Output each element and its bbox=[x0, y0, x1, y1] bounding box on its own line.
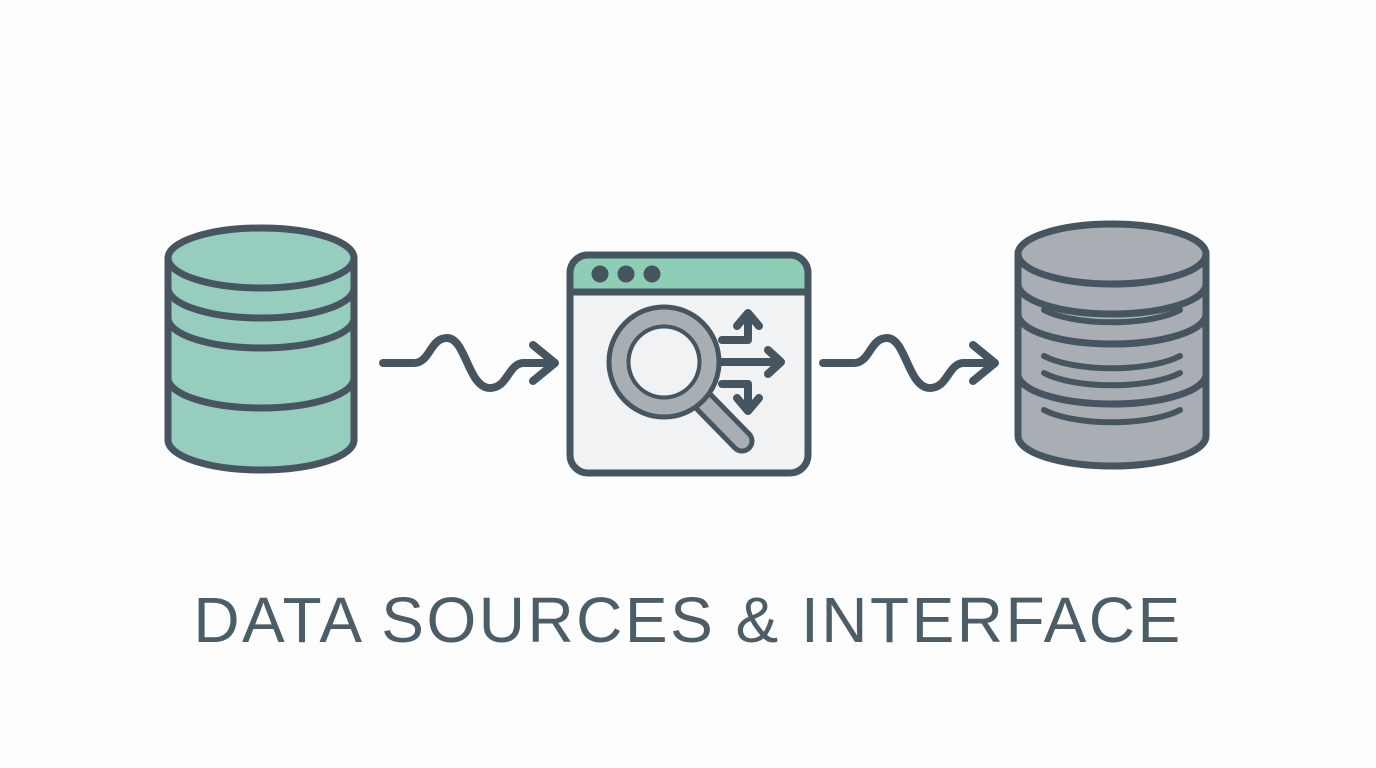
source-database-band-divider bbox=[164, 314, 358, 352]
target-database-detail-arc bbox=[1041, 370, 1183, 389]
connector-wave-line bbox=[379, 334, 552, 392]
magnifier-lens-glass bbox=[630, 328, 698, 396]
source-database-node[interactable] bbox=[164, 224, 358, 474]
search-interface-node[interactable] bbox=[566, 251, 812, 477]
window-dot-icon[interactable] bbox=[643, 265, 661, 283]
arrow-down-icon bbox=[733, 394, 763, 415]
source-database-top bbox=[164, 224, 358, 292]
connector-arrowhead-icon bbox=[969, 341, 999, 385]
target-database-node[interactable] bbox=[1014, 220, 1210, 470]
connector-interface-to-target bbox=[819, 334, 999, 392]
browser-titlebar bbox=[566, 251, 812, 296]
transfer-arrows-icon bbox=[718, 309, 785, 415]
magnifier-handle bbox=[692, 390, 750, 449]
target-database-band-divider bbox=[1014, 310, 1210, 348]
connector-arrowhead-icon bbox=[529, 341, 559, 385]
arrow-up-stem bbox=[718, 311, 752, 344]
source-database-band-divider bbox=[164, 374, 358, 412]
target-database-detail-arc bbox=[1041, 353, 1183, 372]
arrow-down-stem bbox=[718, 380, 752, 413]
arrow-right-icon bbox=[764, 346, 785, 378]
target-database-band-divider bbox=[1014, 370, 1210, 408]
connector-wave-line bbox=[819, 334, 992, 392]
magnifying-glass-icon bbox=[606, 304, 755, 454]
window-dot-icon[interactable] bbox=[591, 265, 609, 283]
target-database-detail-arc bbox=[1041, 407, 1183, 426]
target-database-detail-arc bbox=[1041, 307, 1183, 326]
magnifier-ring bbox=[611, 309, 717, 415]
window-dot-icon[interactable] bbox=[617, 265, 635, 283]
connector-source-to-interface bbox=[379, 334, 559, 392]
target-database-top bbox=[1014, 220, 1210, 288]
target-database-band-divider bbox=[1014, 280, 1210, 318]
source-database-band-divider bbox=[164, 284, 358, 322]
arrow-up-icon bbox=[733, 309, 763, 330]
